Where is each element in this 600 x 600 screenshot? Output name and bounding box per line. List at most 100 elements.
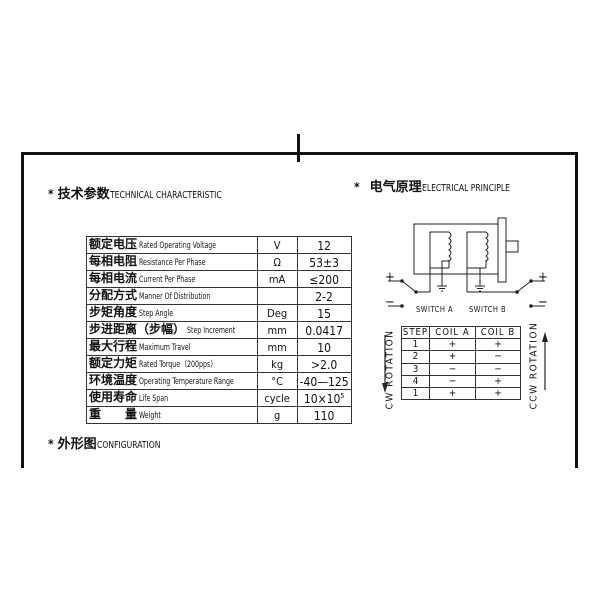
- spec-name-cn: 重 量: [89, 406, 138, 421]
- frame-right-border: [575, 152, 578, 468]
- spec-name-cn: 步进距离（步幅）: [89, 321, 186, 336]
- spec-unit: kg: [256, 355, 298, 373]
- spec-name-en: Weight: [139, 410, 161, 421]
- step-cell: 1: [401, 338, 430, 352]
- spec-name-en: Step Increment: [187, 325, 236, 336]
- configuration-title-cn: 外形图: [57, 437, 97, 452]
- switch-b-plus: +: [538, 270, 548, 285]
- step-cell: +: [429, 338, 476, 352]
- step-cell: +: [429, 350, 476, 364]
- spec-name-en: Operating Temperature Range: [139, 376, 234, 387]
- technical-heading: *技术参数TECHNICAL CHARACTERISTIC: [48, 187, 241, 203]
- configuration-title-en: CONFIGURATION: [96, 440, 161, 451]
- spec-unit: mm: [256, 338, 298, 356]
- step-header-cell: COIL B: [475, 325, 521, 340]
- ccw-rotation-label: CCW ROTATION: [528, 321, 540, 410]
- motor-flange: [497, 217, 507, 283]
- spec-value-text: 10: [317, 341, 331, 355]
- motor-shaft: [505, 240, 519, 253]
- electrical-title-cn: 电气原理: [369, 180, 422, 195]
- spec-value-text: 110: [313, 409, 335, 423]
- spec-value: 10×105: [296, 389, 352, 407]
- spec-name-cn: 环境温度: [89, 372, 138, 387]
- spec-name-cn: 每相电流: [89, 270, 138, 285]
- step-header-cell: COIL A: [429, 325, 476, 340]
- configuration-heading: *外形图CONFIGURATION: [48, 437, 171, 453]
- spec-value: 12: [296, 236, 352, 254]
- switch-a-plus: +: [385, 270, 395, 285]
- spec-value: 10: [296, 338, 352, 356]
- step-cell: +: [429, 386, 476, 401]
- spec-unit: [256, 287, 298, 305]
- spec-name-en: Current Per Phase: [139, 274, 196, 285]
- switch-b-label: SWITCH B: [469, 305, 507, 314]
- technical-title-cn: 技术参数: [57, 187, 110, 202]
- spec-name-cn: 使用寿命: [89, 389, 138, 404]
- bullet-star: *: [48, 187, 54, 201]
- ccw-arrow-icon: [542, 332, 548, 390]
- spec-value: 0.0417: [296, 321, 352, 339]
- electrical-title-en: ELECTRICAL PRINCIPLE: [421, 183, 510, 194]
- step-row: 3−−: [401, 362, 521, 376]
- switch-a-minus: −: [385, 295, 395, 310]
- spec-name-cn: 额定力矩: [89, 355, 138, 370]
- spec-name-cn: 每相电阻: [89, 253, 138, 268]
- switch-a-label: SWITCH A: [416, 305, 454, 314]
- step-cell: −: [429, 362, 476, 376]
- spec-name-en: Manner Of Distribution: [139, 291, 211, 302]
- step-cell: +: [475, 386, 521, 401]
- spec-unit: Ω: [256, 253, 298, 271]
- spec-name-en: Rated Torque（200pps）: [139, 359, 218, 370]
- spec-name-en: Maximum Travel: [139, 342, 191, 353]
- spec-unit: g: [256, 406, 298, 424]
- spec-value-exponent: 5: [340, 392, 345, 400]
- switch-b-minus: −: [538, 295, 548, 310]
- step-row: 1++: [401, 386, 521, 401]
- spec-name-cn: 步矩角度: [89, 304, 138, 319]
- spec-value-text: >2.0: [311, 358, 338, 372]
- spec-value-text: 53±3: [309, 256, 339, 270]
- spec-value: 53±3: [296, 253, 352, 271]
- step-cell: −: [475, 350, 521, 364]
- bullet-star: *: [48, 437, 54, 451]
- step-cell: 1: [401, 386, 430, 401]
- electrical-heading: * 电气原理ELECTRICAL PRINCIPLE: [354, 180, 525, 196]
- spec-value: 15: [296, 304, 352, 322]
- spec-value-text: 10×10: [303, 392, 341, 406]
- spec-name-cn: 额定电压: [89, 236, 138, 251]
- bullet-star: *: [354, 180, 360, 194]
- spec-unit: cycle: [256, 389, 298, 407]
- spec-value: ≤200: [296, 270, 352, 288]
- step-cell: 2: [401, 350, 430, 364]
- spec-value-text: 15: [317, 307, 331, 321]
- coil-b: [485, 231, 489, 262]
- spec-name-en: Rated Operating Voltage: [139, 240, 217, 251]
- step-row: 2+−: [401, 350, 521, 364]
- step-header-cell: STEP: [401, 325, 430, 340]
- center-mark: [297, 134, 300, 162]
- step-cell: +: [475, 338, 521, 352]
- spec-value: -40—125: [296, 372, 352, 390]
- step-cell: −: [475, 362, 521, 376]
- spec-value-text: 0.0417: [305, 324, 343, 338]
- step-row: 1++: [401, 338, 521, 352]
- step-cell: −: [429, 374, 476, 388]
- spec-value-text: 2-2: [315, 290, 333, 304]
- spec-value: 2-2: [296, 287, 352, 305]
